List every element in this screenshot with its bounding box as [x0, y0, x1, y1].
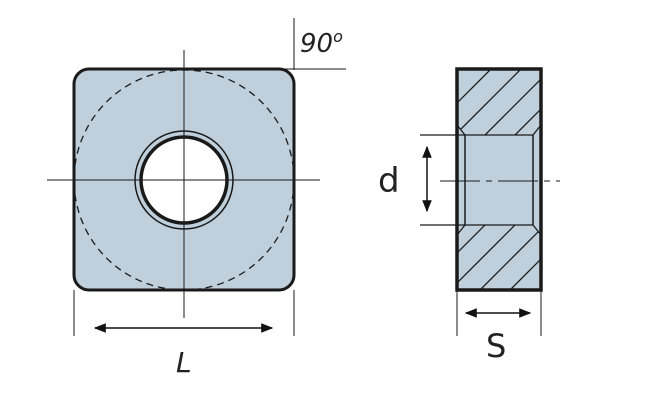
- angle-label: 90o: [300, 27, 343, 59]
- diameter-label: d: [378, 161, 400, 201]
- length-label: L: [176, 346, 192, 379]
- bore: [457, 125, 541, 235]
- thickness-label: S: [486, 327, 506, 365]
- side-outline: [455, 67, 543, 292]
- side-view: d S: [378, 67, 560, 365]
- top-view: 90o L: [47, 18, 346, 379]
